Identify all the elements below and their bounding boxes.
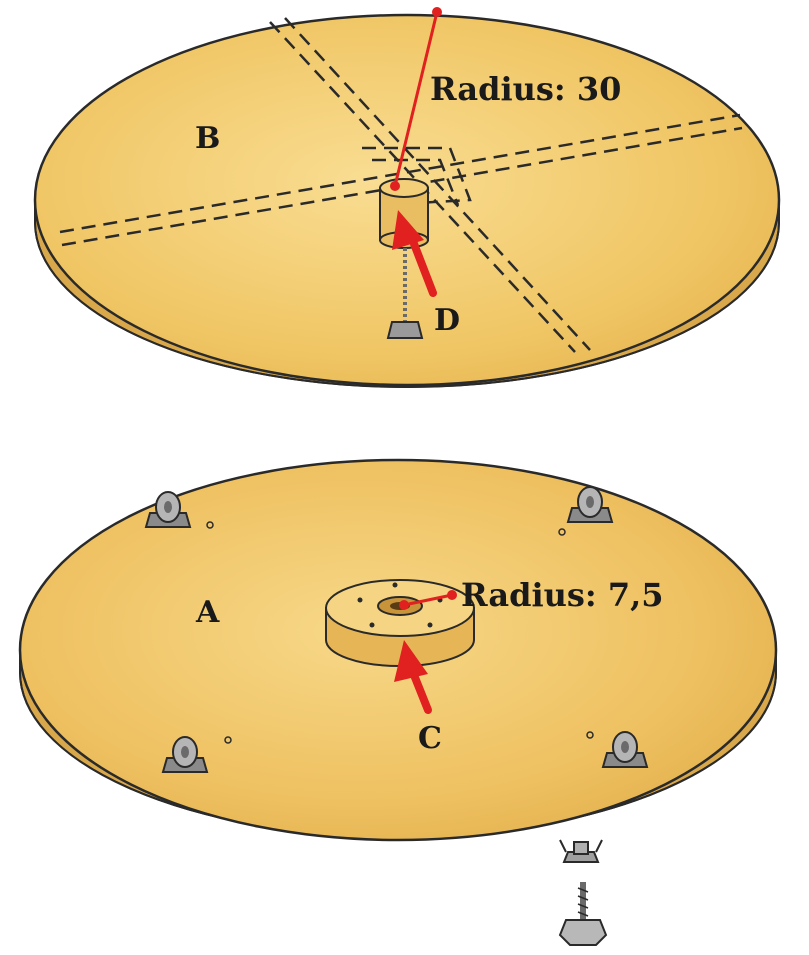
disc-b-dowel [379, 178, 429, 249]
label-disc-a: A [195, 595, 220, 630]
t-nut-icon [559, 839, 603, 863]
label-radius-a: Radius: 7,5 [461, 576, 664, 614]
arrow-d-icon [392, 210, 437, 297]
caster-icon [144, 491, 192, 528]
caster-icon [161, 736, 209, 773]
label-callout-d: D [434, 303, 460, 338]
label-callout-c: C [418, 721, 442, 756]
radius-line-b [390, 7, 442, 191]
disc-a-hub [325, 579, 475, 667]
caster-icon [601, 731, 649, 768]
disc-b-bolt-icon [386, 248, 424, 339]
disc-a [18, 458, 778, 842]
caster-icon [566, 486, 614, 523]
screw-holes [206, 521, 594, 744]
disc-b [33, 7, 781, 388]
bolt-icon [558, 882, 608, 946]
radius-line-a [399, 590, 457, 610]
label-radius-b: Radius: 30 [430, 70, 621, 108]
arrow-c-icon [394, 640, 432, 714]
label-disc-b: B [195, 121, 220, 156]
